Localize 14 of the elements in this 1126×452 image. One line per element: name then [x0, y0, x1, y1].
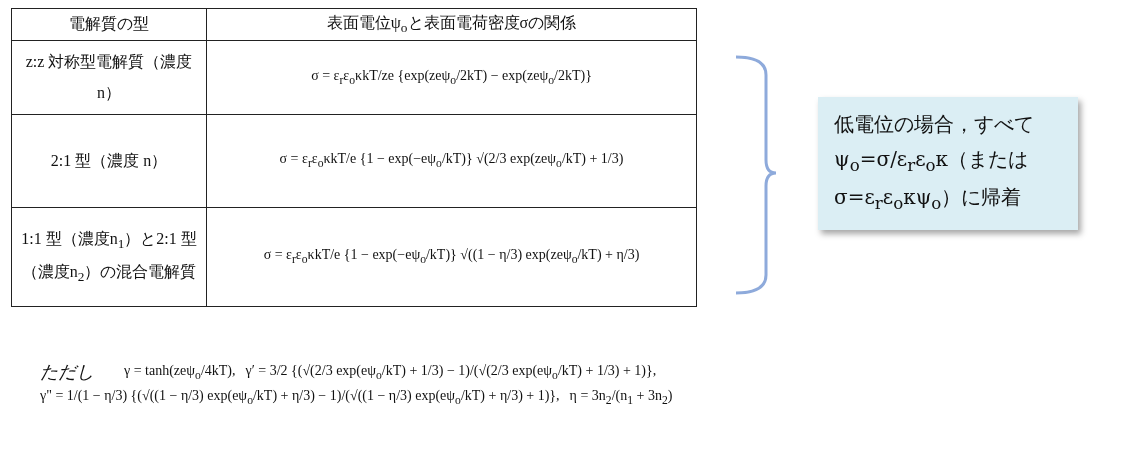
formula: η = 3n$_{2}$/(n$_{1}$ + 3n$_{2}$) — [569, 388, 673, 407]
formula-cell: σ = ε$_{r}$ε$_{o}$κkT/e {1 − exp(−eψ$_{o}$/kT)} √((1 − η/3) exp(zeψ$_{o}$/kT) + η/3) — [206, 207, 697, 307]
formula: γ" = 1/(1 − η/3) {(√((1 − η/3) exp(eψ$_{o}$/kT) + η/3) − 1)/(√((1 − η/3) exp(eψ$_{o}$/kT) + η/3) + 1)}, — [40, 388, 560, 407]
note-callout: 低電位の場合，すべてψ$_{o}$=σ/ε$_{r}$ε$_{o}$κ（またはσ=ε$_{r}$ε$_{o}$κψ$_{o}$）に帰着 — [818, 97, 1078, 231]
electrolyte-type-cell: 1:1 型（濃度n$_{1}$）と2:1 型（濃度n$_{2}$）の混合電解質 — [11, 207, 207, 307]
formula-cell: σ = ε$_{r}$ε$_{o}$κkT/e {1 − exp(−eψ$_{o}$/kT)} √(2/3 exp(zeψ$_{o}$/kT) + 1/3) — [206, 114, 697, 208]
formula: γ = tanh(zeψ$_{o}$/4kT), — [124, 362, 236, 382]
table-header-cell: 電解質の型 — [11, 8, 207, 41]
formula: γ′ = 3/2 {(√(2/3 exp(eψ$_{o}$/kT) + 1/3) − 1)/(√(2/3 exp(eψ$_{o}$/kT) + 1/3) + 1)}, — [245, 362, 657, 382]
table-header-cell: 表面電位ψ$_{o}$と表面電荷密度σの関係 — [206, 8, 697, 41]
formula-cell: σ = ε$_{r}$ε$_{o}$κkT/ze {exp(zeψ$_{o}$/2kT) − exp(zeψ$_{o}$/2kT)} — [206, 40, 697, 115]
electrolyte-type-cell: 2:1 型（濃度 n） — [11, 114, 207, 208]
note-text: ただし — [40, 361, 94, 384]
electrolyte-type-cell: z:z 対称型電解質（濃度 n） — [11, 40, 207, 115]
